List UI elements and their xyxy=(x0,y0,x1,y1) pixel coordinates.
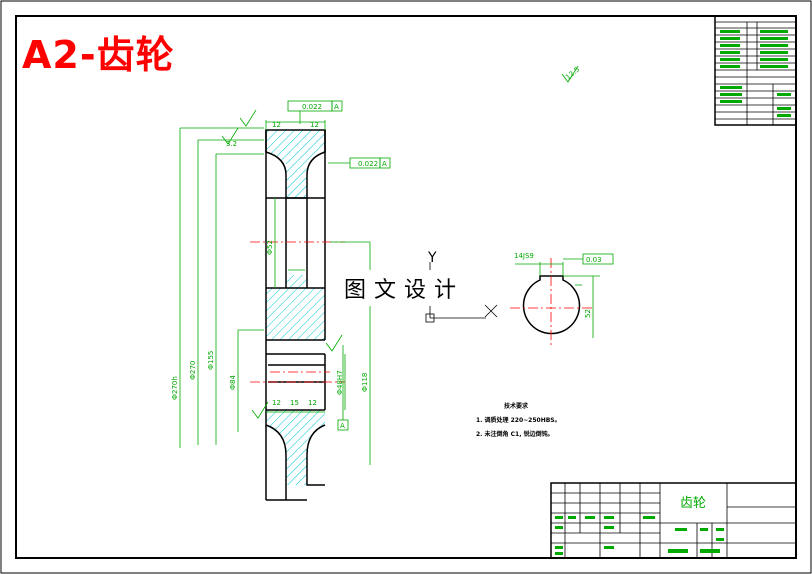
roughness-main: 3.2 xyxy=(226,140,237,148)
dim-d3: Ф155 xyxy=(207,351,215,370)
title-block-part-name: 齿轮 xyxy=(680,496,706,511)
dim-top-right: 12 xyxy=(310,121,319,129)
watermark-text: 图文设计 xyxy=(338,270,471,306)
technical-notes: 技术要求 1. 调质处理 220~250HBS。 2. 未注倒角 C1, 锐边倒… xyxy=(476,402,561,438)
dim-d5: Ф84 xyxy=(229,375,237,390)
title-block xyxy=(550,482,797,559)
roughness-corner: 12.5 xyxy=(564,65,581,81)
tol-1: 0.022 xyxy=(302,103,322,111)
notes-line-1: 1. 调质处理 220~250HBS。 xyxy=(476,416,561,424)
dim-keyway: 14JS9 xyxy=(514,252,534,260)
datum-2: A xyxy=(382,160,387,168)
notes-line-2: 2. 未注倒角 C1, 锐边倒钝。 xyxy=(476,430,554,438)
dim-d1: Ф270h xyxy=(171,376,179,400)
dim-bottom-left: 12 xyxy=(272,399,281,407)
datum-3: A xyxy=(340,422,345,430)
dim-bottom-right: 12 xyxy=(308,399,317,407)
dim-d4: Ф118 xyxy=(361,373,369,392)
datum-1: A xyxy=(334,103,339,111)
tol-3: 0.03 xyxy=(586,256,602,264)
notes-heading: 技术要求 xyxy=(504,402,529,410)
dim-top-left: 12 xyxy=(272,121,281,129)
sheet-inner-frame xyxy=(15,15,797,559)
dim-d2: Ф270 xyxy=(189,361,197,380)
parameter-table-text xyxy=(720,30,791,117)
hub-end-view: 14JS9 0.03 52 xyxy=(510,252,614,345)
dim-bore2: 52 xyxy=(584,309,592,318)
page-title-overlay: A2-齿轮 xyxy=(22,33,175,77)
dim-d6: Ф48H7 xyxy=(336,370,344,395)
dim-bore: Ф52 xyxy=(266,240,274,255)
tol-2: 0.022 xyxy=(358,160,378,168)
parameter-table xyxy=(714,15,797,126)
title-block-text xyxy=(555,516,724,555)
dimension-labels: Ф270h Ф270 Ф155 Ф84 Ф118 Ф48H7 Ф52 12 12… xyxy=(171,65,581,430)
ucs-y-label: Y xyxy=(427,250,437,266)
dim-bottom-mid: 15 xyxy=(290,399,299,407)
gear-section-view xyxy=(250,129,345,501)
